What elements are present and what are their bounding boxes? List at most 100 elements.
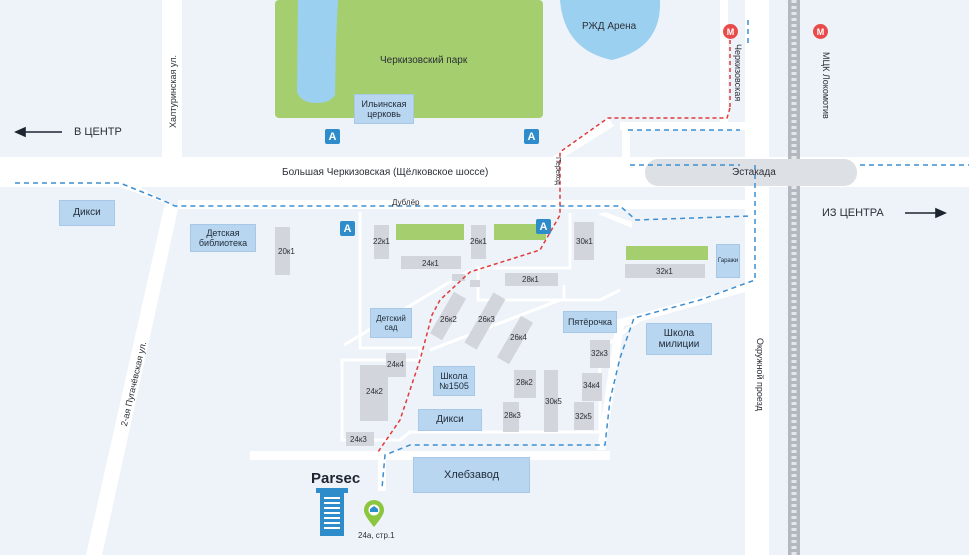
building-28k3-label: 28к3 [504, 411, 521, 420]
building-20k1 [275, 227, 290, 275]
route-red [377, 107, 731, 453]
building-26k2-label: 26к2 [440, 315, 457, 324]
library-label: Детская библиотека [190, 224, 256, 252]
cherkizovsky-park-label: Черкизовский парк [380, 55, 468, 66]
road-south-end [378, 451, 386, 491]
parsec-label: Parsec [311, 470, 361, 487]
garages-label: Гаражи [716, 244, 740, 278]
metro-mck-icon: М [813, 24, 828, 39]
green-strip-3 [626, 246, 708, 260]
building-small-1 [452, 274, 465, 281]
kindergarten-label: Детский сад [370, 308, 412, 338]
road-cherkizov-top [720, 0, 728, 130]
building-20k1-label: 20к1 [278, 247, 295, 256]
building-30k1-label: 30к1 [576, 237, 593, 246]
bus-stop-icon-church: А [325, 129, 340, 144]
metro-cherkizovskaya-icon: М [723, 24, 738, 39]
bakery-label: Хлебзавод [413, 457, 530, 493]
district-diagonal2 [429, 288, 621, 352]
route-blue-main [15, 182, 751, 221]
building-24k1 [401, 256, 461, 269]
building-28k1 [505, 273, 558, 286]
diksi-south-label: Дикси [418, 409, 482, 431]
building-24k3 [346, 432, 374, 446]
bus-stop-icon-dubler-east: А [536, 219, 551, 234]
from-center-label: ИЗ ЦЕНТРА [822, 207, 884, 219]
rzd-arena-label: РЖД Арена [582, 21, 637, 32]
street-perehod-label: Переход [554, 157, 561, 185]
road-dubler [178, 200, 753, 209]
building-small-2 [470, 280, 480, 287]
building-28k3 [503, 402, 519, 432]
road-diagonal-north [548, 118, 614, 160]
location-pin-icon [364, 500, 384, 527]
green-strip-2 [494, 224, 546, 240]
route-red-main [377, 107, 731, 453]
cherkizovsky-park [275, 0, 543, 118]
building-30k5-label: 30к5 [545, 397, 562, 406]
bus-stop-icon-east: А [524, 129, 539, 144]
to-center-label: В ЦЕНТР [74, 126, 122, 138]
building-24k2-label: 24к2 [366, 387, 383, 396]
office-building-icon [316, 488, 348, 536]
building-24k4-label: 24к4 [387, 360, 404, 369]
road-okruzhnoy [745, 0, 769, 555]
building-22k1 [374, 225, 389, 259]
road-pugachevskaya [86, 203, 178, 555]
pyaterochka-label: Пятёрочка [563, 311, 617, 333]
building-28k2-label: 28к2 [516, 378, 533, 387]
building-30k1 [574, 222, 594, 260]
building-32k5 [574, 402, 594, 430]
school1505-label: Школа №1505 [433, 366, 475, 396]
church-label: Ильинская церковь [354, 94, 414, 124]
parsec-address: 24а, стр.1 [358, 531, 395, 540]
building-26k1-label: 26к1 [470, 237, 487, 246]
building-32k3 [590, 340, 610, 368]
building-30k5 [544, 370, 558, 432]
road-east-inner2 [598, 212, 632, 228]
route-blue-east [381, 165, 756, 489]
building-24k2 [360, 365, 388, 421]
building-32k5-label: 32к5 [575, 412, 592, 421]
building-26k3-label: 26к3 [478, 315, 495, 324]
road-khalturinskaya [162, 0, 182, 157]
building-26k4 [496, 315, 534, 365]
building-24k1-label: 24к1 [422, 259, 439, 268]
bus-stop-icon-dubler-west: А [340, 221, 355, 236]
park-pond [297, 0, 338, 103]
street-estakada-label: Эстакада [732, 167, 776, 178]
building-26k1 [471, 225, 486, 259]
street-okruzhnoy-label: Окружной проезд [755, 338, 765, 411]
building-28k2 [514, 370, 536, 398]
road-south [250, 451, 610, 460]
building-26k2 [429, 291, 467, 341]
building-26k3 [464, 292, 506, 350]
arrow-to-center-head [14, 126, 26, 138]
diksi-west-label: Дикси [59, 200, 115, 226]
road-estakada-top [620, 122, 750, 130]
building-32k3-label: 32к3 [591, 349, 608, 358]
building-24k4 [386, 353, 406, 377]
rzd-arena [560, 0, 661, 60]
green-strip-1 [396, 224, 464, 240]
street-bolshaya-label: Большая Черкизовская (Щёлковское шоссе) [282, 167, 489, 178]
building-22k1-label: 22к1 [373, 237, 390, 246]
route-blue [15, 20, 969, 489]
metro-cherkizovskaya-label: Черкизовская [733, 44, 743, 102]
metro-mck-label: МЦК Локомотив [821, 52, 831, 119]
building-24k3-label: 24к3 [350, 435, 367, 444]
street-khalturinskaya-label: Халтуринская ул. [168, 55, 178, 128]
building-34k4 [582, 373, 602, 401]
building-32k1 [625, 264, 705, 278]
building-26k4-label: 26к4 [510, 333, 527, 342]
building-32k1-label: 32к1 [656, 267, 673, 276]
road-estakada-link [622, 122, 630, 160]
street-dubler-label: Дублёр [392, 198, 420, 207]
direction-arrows [14, 126, 947, 219]
arrow-from-center-head [935, 207, 947, 219]
police-school-label: Школа милиции [646, 323, 712, 355]
building-28k1-label: 28к1 [522, 275, 539, 284]
building-34k4-label: 34к4 [583, 381, 600, 390]
